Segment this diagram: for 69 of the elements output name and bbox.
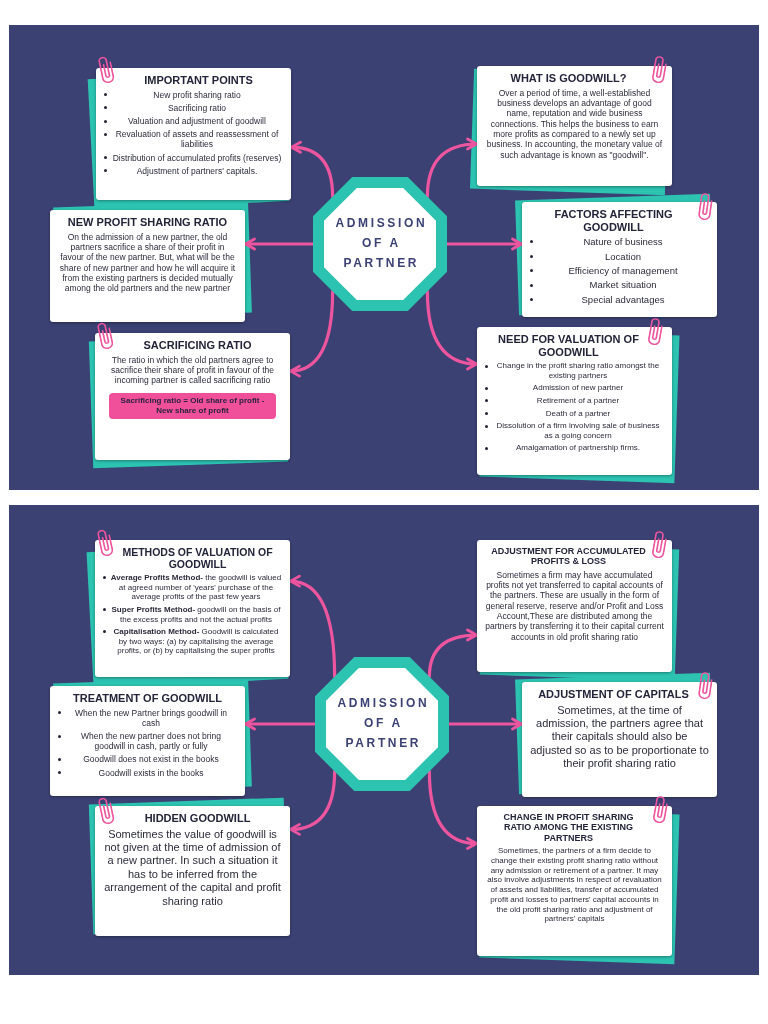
card-heading: TREATMENT OF GOODWILL <box>72 692 223 705</box>
info-card <box>522 202 717 317</box>
card-text: Sometimes a firm may have accumulated profits not yet transferred to capital accounts of the partners. These are usually in the form of general reserve, reserve and/or Profit and Loss Account,These are distributed among the partners by transferring it to their capital current accounts in old profit sharing ratio <box>485 569 664 643</box>
card-text: Sometimes, the partners of a firm decide to change their existing profit sharing ratio without any admission or retirement of a partner. It may also involve adjustments in respect of revaluation of assets and liabilities, transfer of accumulated profit and losses to partners' capital accounts in the old profit sharing ratio and adjustment of partners' capitals <box>486 846 663 925</box>
card-text: Sometimes the value of goodwill is not given at the time of admission of a new partner. In such a situation it has to be inferred from the arrangement of the capital and profit sharing ratio <box>103 827 282 909</box>
bullet-text: Goodwill does not exist in the books <box>82 754 220 765</box>
bullet-text: Retirement of a partner <box>535 396 621 406</box>
arrow <box>425 138 479 199</box>
arrow <box>427 629 479 679</box>
info-card <box>522 682 717 797</box>
card-heading: ADJUSTMENT OF CAPITALS <box>537 688 690 701</box>
bullet-text: Adjustment of partners' capitals. <box>135 165 259 176</box>
bullet-text: Nature of business <box>582 236 664 248</box>
info-card <box>95 540 290 677</box>
bullet-text: Location <box>604 250 642 263</box>
info-card <box>477 806 672 956</box>
card-heading: ADJUSTMENT FOR ACCUMULATED PROFITS & LOSS <box>490 546 647 567</box>
arrow <box>243 237 315 251</box>
bullet-text: Capitalisation Method- Goodwill is calculated by two ways: (a) by capitalising the average profits, or (b) by capitalising the super profits <box>112 627 280 656</box>
bullet-text: Death of a partner <box>544 408 612 419</box>
bullet-text: New profit sharing ratio <box>152 89 242 100</box>
bullet-text: When the new Partner brings goodwill in cash <box>73 707 229 728</box>
card-text: Over a period of time, a well-established business develops an advantage of good name, reputation and wide business connections. This helps the business to earn more profits as compared to a newly set up business. In accounting, the monetary value of such advantage is known as "goodwill". <box>485 87 664 161</box>
arrow <box>289 141 335 199</box>
bullet-text: Efficiency of management <box>567 265 679 277</box>
formula-text: Sacrificing ratio = Old share of profit - New share of profit <box>119 395 266 416</box>
card-heading: SACRIFICING RATIO <box>142 339 253 352</box>
card-text: Sometimes, at the time of admission, the partners agree that their capitals should also be adjusted so as to be proportionate to their profit sharing ratio <box>530 703 709 771</box>
bullet-text: Super Profits Method- goodwill on the basis of the excess profits and not the actual profits <box>110 604 282 625</box>
center-title: ADMISSION OF A PARTNER <box>334 215 429 272</box>
arrow <box>288 769 337 836</box>
center-title: ADMISSION OF A PARTNER <box>336 695 431 752</box>
info-card <box>477 66 672 186</box>
info-card <box>95 333 290 460</box>
bullet-text: Market situation <box>588 279 658 291</box>
bullet-text: Revaluation of assets and reassessment of liabilities <box>114 129 280 150</box>
card-heading: NEW PROFIT SHARING RATIO <box>66 216 229 229</box>
bullet-text: Goodwill exists in the books <box>97 767 205 778</box>
card-heading: IMPORTANT POINTS <box>143 74 254 87</box>
card-heading: WHAT IS GOODWILL? <box>509 72 628 85</box>
bullet-text: Dissolution of a firm involving sale of business as a going concern <box>495 421 661 441</box>
arrow <box>425 289 479 370</box>
bullet-text: Admission of new partner <box>531 383 625 394</box>
bullet-text: Change in the profit sharing ratio amongst the existing partners <box>495 361 661 381</box>
card-text: On the admission of a new partner, the old partners sacrifice a share of their profit in favour of the new partner. But, what will be the share of new partner and how he will acquire it from the existing partners is decided mutually among the old partners and the new partner <box>58 231 237 294</box>
card-heading: FACTORS AFFECTING GOODWILL <box>553 208 674 234</box>
arrow <box>243 717 317 731</box>
info-card <box>96 68 291 200</box>
info-card <box>477 327 672 475</box>
arrow <box>288 289 335 377</box>
card-heading: METHODS OF VALUATION OF GOODWILL <box>121 546 274 571</box>
bullet-text: Average Profits Method- the goodwill is valued at agreed number of 'years' purchase of the average profits of the past few years <box>110 573 282 602</box>
bullet-text: Amalgamation of partnership firms. <box>514 443 642 454</box>
bullet-text: Sacrificing ratio <box>166 102 228 113</box>
bullet-text: When the new partner does not bring goodwill in cash, partly or fully <box>80 731 222 752</box>
arrow <box>288 575 337 679</box>
formula-banner <box>109 392 276 419</box>
card-heading: NEED FOR VALUATION OF GOODWILL <box>497 333 640 359</box>
info-card <box>95 806 290 936</box>
info-card <box>477 540 672 672</box>
bullet-text: Special advantages <box>580 293 666 306</box>
bullet-text: Distribution of accumulated profits (reserves) <box>111 152 283 163</box>
info-card <box>50 686 245 796</box>
card-text: The ratio in which the old partners agree to sacrifice their share of profit in favour of the incoming partner is called sacrificing ratio <box>110 354 275 386</box>
card-heading: HIDDEN GOODWILL <box>143 812 252 825</box>
info-card <box>50 210 245 322</box>
arrow <box>427 769 479 850</box>
card-heading: CHANGE IN PROFIT SHARING RATIO AMONG THE EXISTING PARTNERS <box>502 812 635 844</box>
bullet-text: Valuation and adjustment of goodwill <box>127 116 267 127</box>
